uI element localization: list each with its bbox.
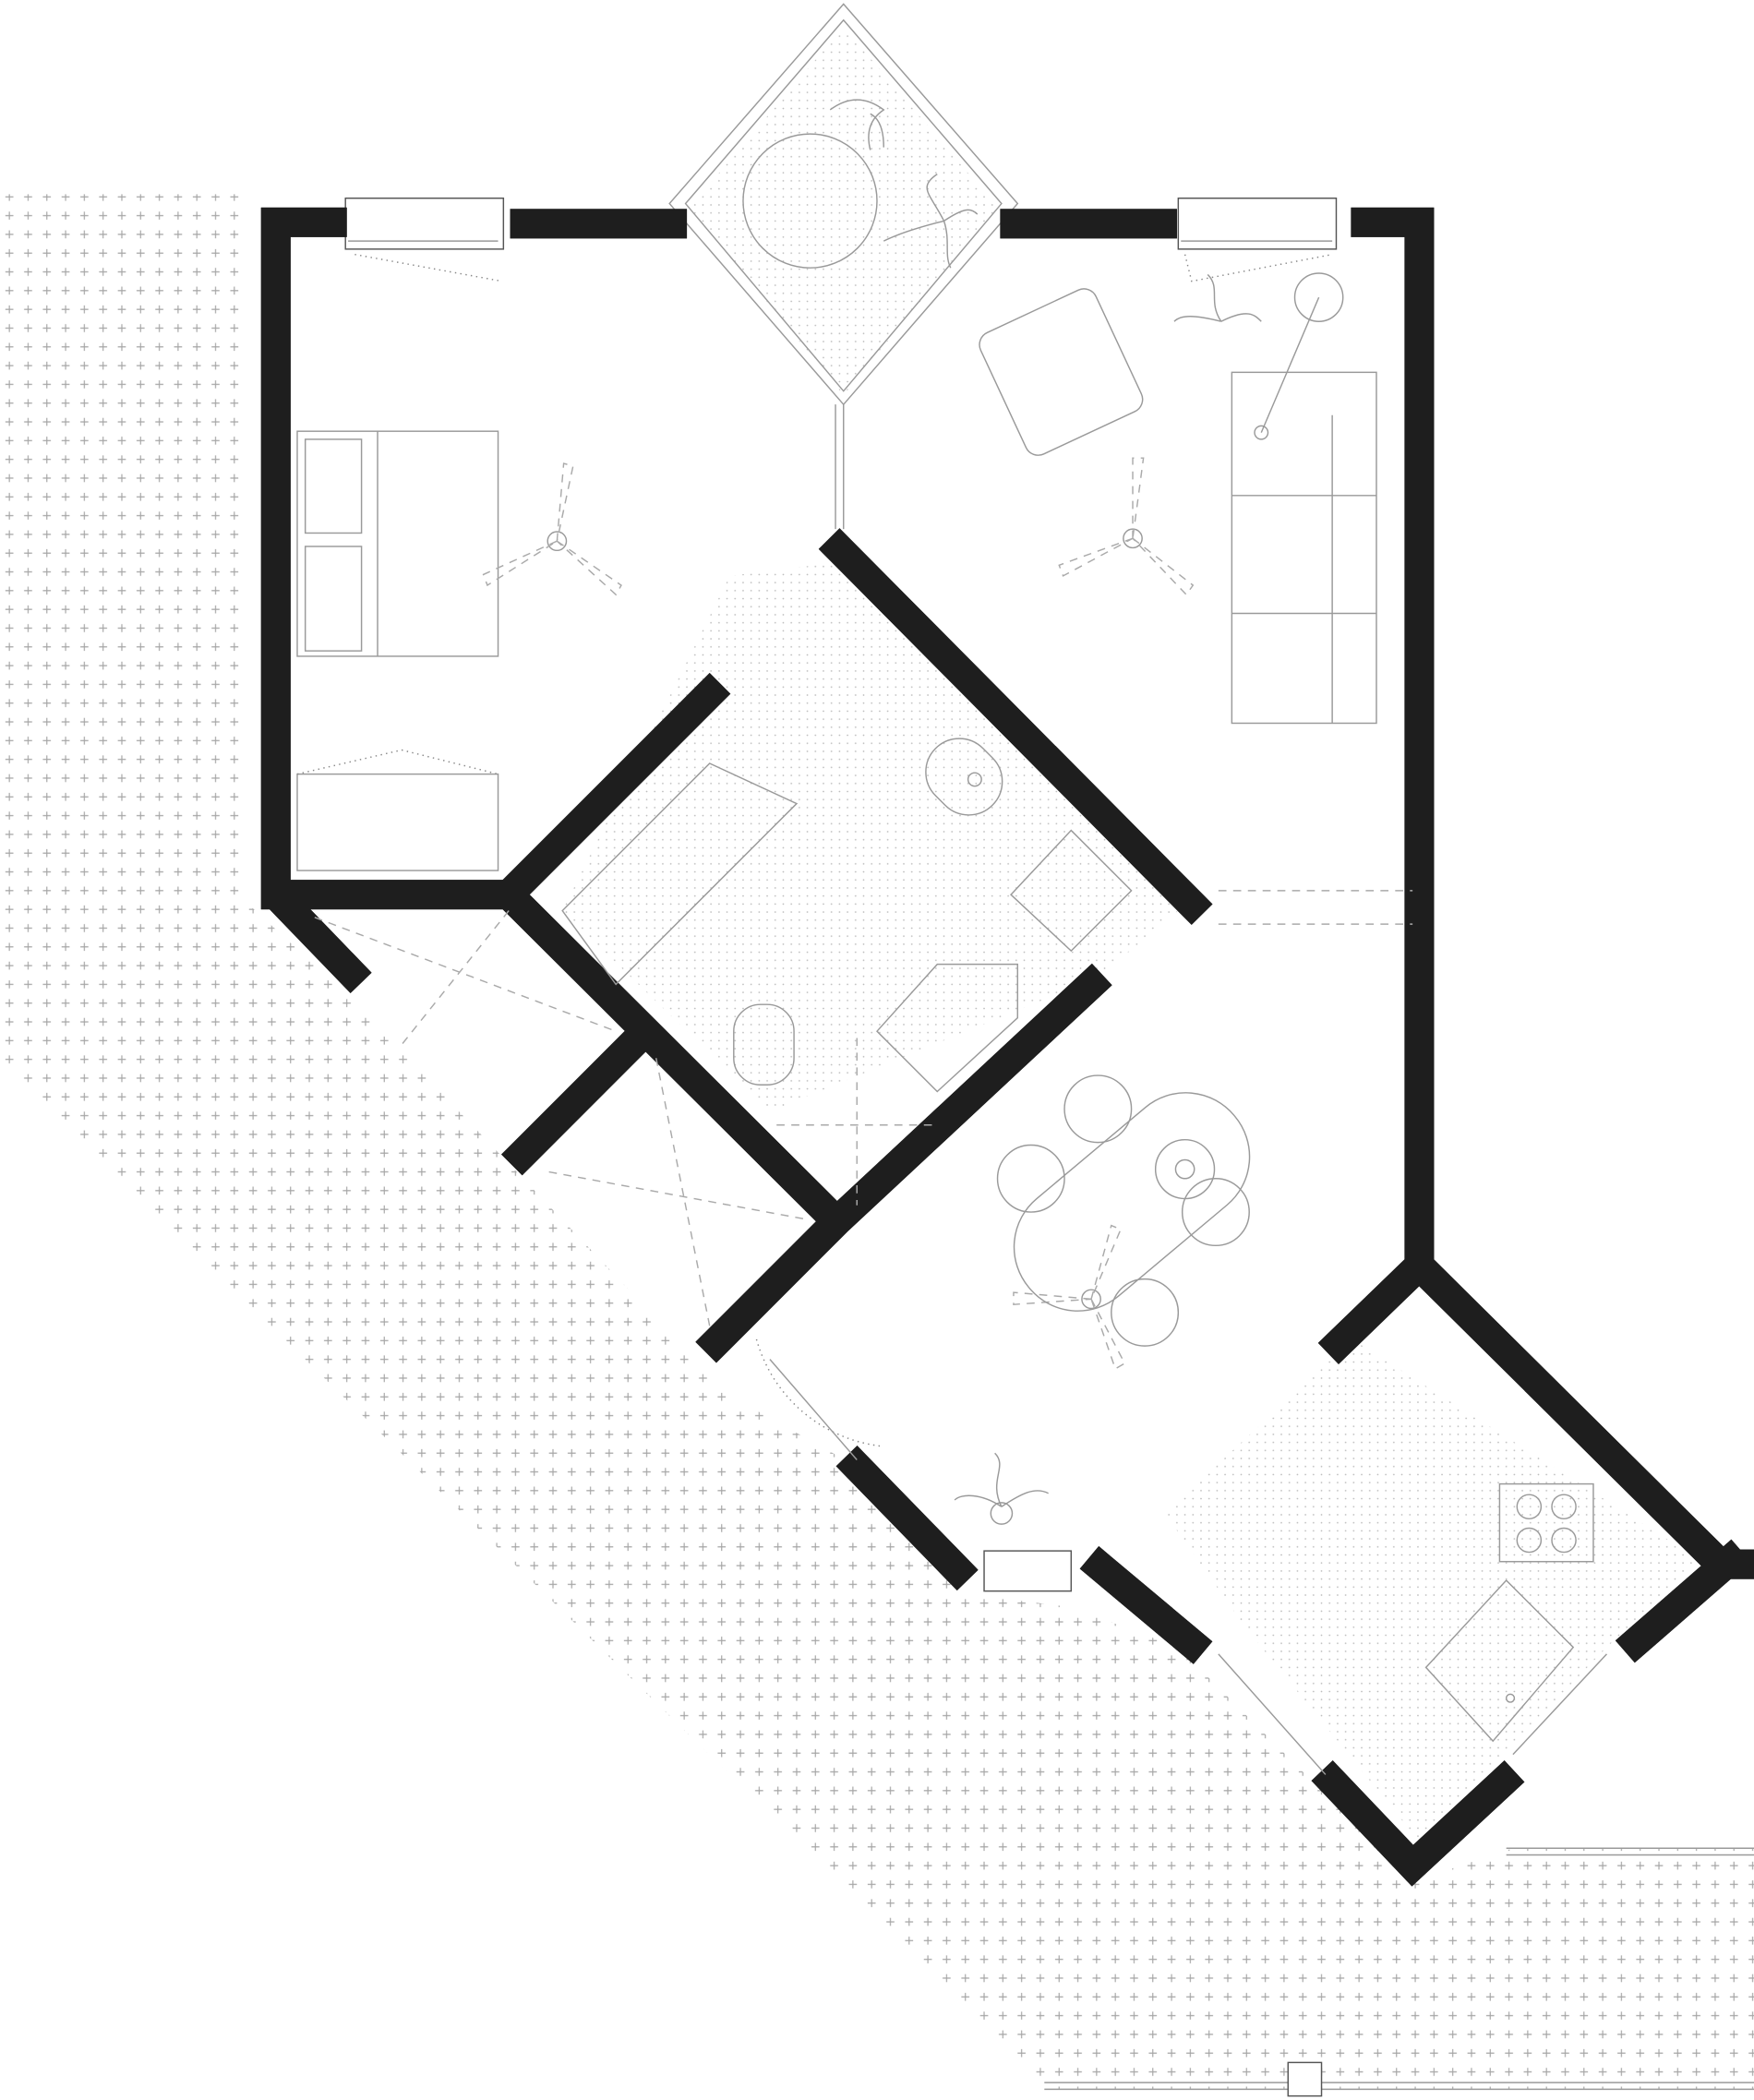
exterior-ground-hatch [0,194,1754,2090]
dining-furniture [954,1074,1251,1525]
ceiling-fan-icons [482,457,1195,1370]
floor-lamp [1293,272,1344,322]
pillow [304,546,363,652]
terrace-railing [1044,1847,1754,2097]
sink [925,738,1003,816]
walls [276,207,1754,1887]
toilet [733,1003,795,1086]
kitchen-fixtures [1218,1482,1607,1775]
chair [829,99,885,150]
sofa [1231,371,1377,725]
pillow [304,438,363,534]
plant-icon [883,174,979,269]
plant-icon [1173,273,1262,322]
bay-window [668,3,1019,530]
armchair [979,288,1144,456]
desk [296,773,499,871]
cooktop [1498,1482,1594,1563]
bathtub [561,762,799,986]
bed [296,430,499,657]
round-table [742,133,878,269]
plate [1154,1138,1216,1200]
dining-table [1013,1092,1251,1312]
kitchen-counter [1424,1579,1575,1743]
windows [344,198,1338,1592]
bedroom-furniture [296,430,499,871]
plant-icon [954,1452,1049,1507]
living-furniture [979,272,1413,925]
closets [314,910,938,1460]
bathroom-fixtures [561,738,1133,1093]
